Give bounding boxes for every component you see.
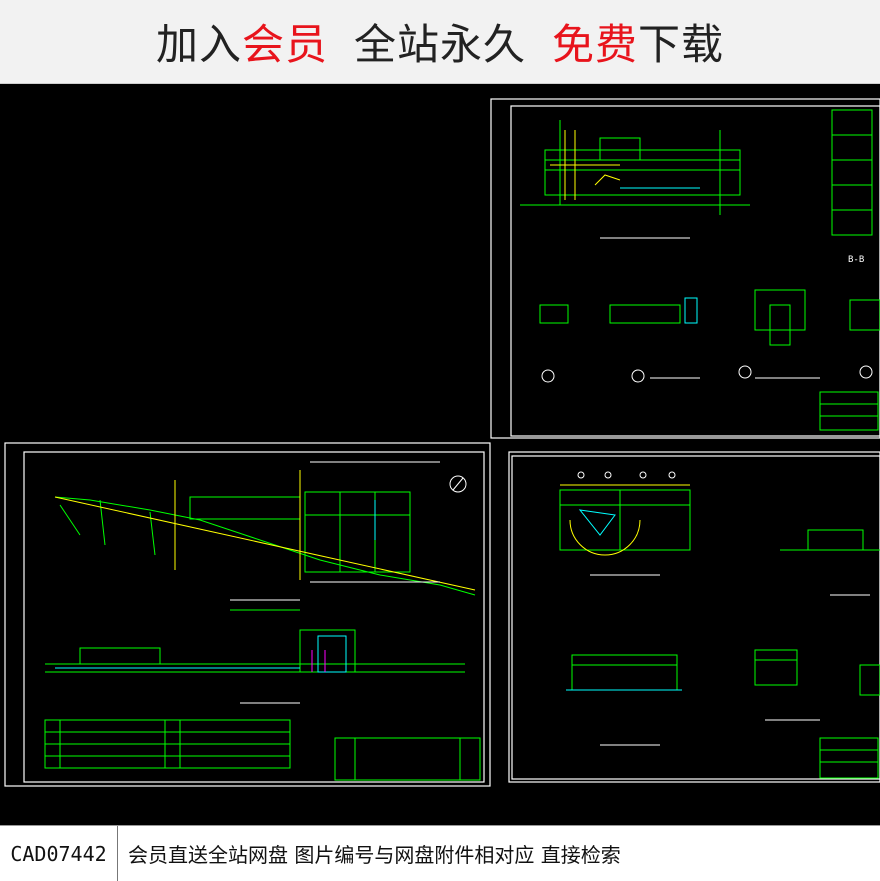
footer-description: 会员直送全站网盘 图片编号与网盘附件相对应 直接检索 [128,843,621,867]
banner-text-1: 加入 [155,20,242,69]
sheet-frame-bottom-right [508,451,880,783]
sheet-inner-frame-bottom-left [23,451,485,783]
banner-text-free: 免费 [552,20,639,69]
footer-bar: CAD07442 会员直送全站网盘 图片编号与网盘附件相对应 直接检索 [0,825,880,881]
top-right-drawings: B-B [520,109,880,431]
section-label: B-B [848,255,864,265]
cad-drawing-svg: B-B [0,84,880,825]
bottom-right-drawings [559,471,880,779]
sheet-frame-top-right [490,98,880,439]
drawing-code: CAD07442 [0,826,118,881]
banner-text-member: 会员 [241,20,328,69]
sheet-frames [4,98,880,787]
cad-drawing-preview: B-B [0,84,880,825]
bottom-left-drawings [44,461,481,781]
sheet-inner-frame-bottom-right [511,455,880,780]
banner-text-3: 下载 [638,20,725,69]
promo-banner: 加入 会员 全站永久 免费 下载 [0,0,880,84]
sheet-frame-bottom-left [4,442,491,787]
banner-text-2: 全站永久 [353,20,526,69]
sheet-inner-frame-top-right [510,105,880,437]
